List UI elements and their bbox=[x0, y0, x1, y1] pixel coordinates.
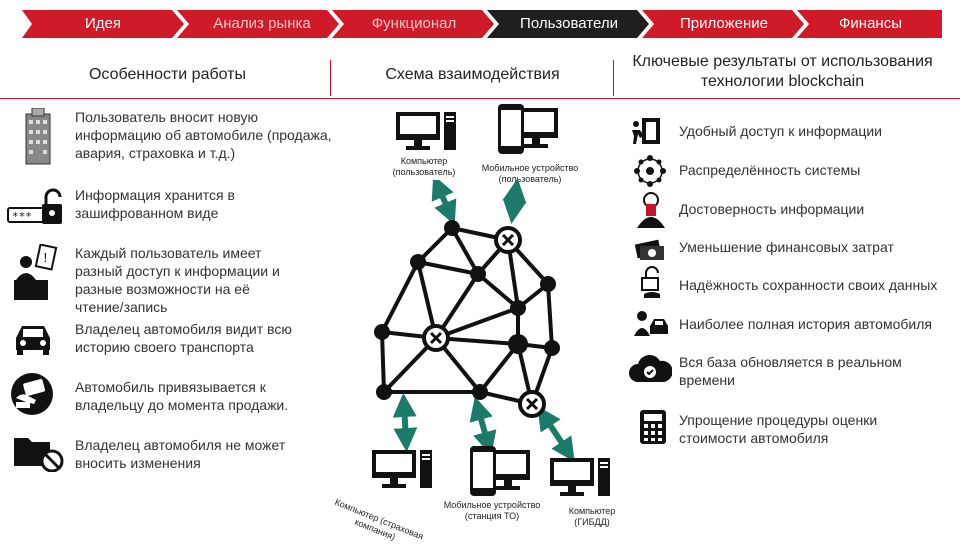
features-title: Особенности работы bbox=[88, 66, 247, 83]
tab-market-analysis[interactable]: Анализ рынка bbox=[213, 15, 311, 32]
mobile-computer-icon bbox=[470, 446, 530, 496]
arrow-top-right bbox=[502, 180, 527, 224]
cloud-check-icon bbox=[629, 355, 672, 382]
calculator-icon bbox=[640, 410, 666, 444]
svg-text:!: ! bbox=[43, 251, 48, 265]
divider-right bbox=[613, 60, 614, 96]
hand-card-icon bbox=[11, 373, 53, 415]
person-car-icon bbox=[634, 311, 668, 336]
tab-users[interactable]: Пользователи bbox=[520, 15, 618, 32]
tab-idea-shape bbox=[22, 10, 184, 38]
feature-item: Владелец автомобиля не может вносить изм… bbox=[75, 437, 286, 471]
money-stack-icon bbox=[634, 239, 664, 260]
building-icon bbox=[25, 108, 51, 165]
computer-icon bbox=[396, 112, 456, 150]
password-lock-icon: *** bbox=[7, 188, 62, 224]
arrow-bottom-mid bbox=[469, 396, 497, 456]
divider-left bbox=[330, 60, 331, 96]
feature-item: Автомобиль привязывается к владельцу до … bbox=[75, 379, 289, 413]
result-item: Вся база обновляется в реальном времени bbox=[679, 354, 902, 388]
arrow-bottom-left bbox=[392, 393, 418, 452]
feature-item: Каждый пользователь имеет разный доступ … bbox=[75, 245, 280, 315]
feature-item: Информация хранится в зашифрованном виде bbox=[75, 187, 235, 221]
blockchain-network-diagram bbox=[374, 180, 575, 460]
bottom-device-label: Компьютер (ГИБДД) bbox=[568, 506, 616, 527]
tab-market-shape bbox=[177, 10, 339, 38]
blocked-node-icon bbox=[422, 226, 546, 418]
result-item: Удобный доступ к информации bbox=[679, 123, 882, 139]
top-device-label: Компьютер (пользователь) bbox=[392, 156, 456, 177]
bottom-device-label: Мобильное устройство (станция ТО) bbox=[443, 500, 541, 521]
result-item: Надёжность сохранности своих данных bbox=[679, 277, 938, 293]
result-item: Уменьшение финансовых затрат bbox=[679, 239, 894, 255]
result-item: Достоверность информации bbox=[679, 201, 865, 217]
result-item: Распределённость системы bbox=[679, 162, 861, 178]
result-item: Упрощение процедуры оценки стоимости авт… bbox=[679, 412, 878, 446]
tab-finance[interactable]: Финансы bbox=[839, 15, 902, 32]
door-access-icon bbox=[632, 118, 660, 144]
tab-app-shape bbox=[642, 10, 804, 38]
tab-idea[interactable]: Идея bbox=[85, 15, 121, 32]
arrow-bottom-right bbox=[537, 406, 575, 460]
folder-blocked-icon bbox=[14, 438, 64, 472]
results-title: Ключевые результаты от использования тех… bbox=[632, 53, 933, 90]
computer-icon bbox=[550, 458, 610, 496]
top-nav-tabs: Идея Анализ рынка Функционал Пользовател… bbox=[22, 10, 942, 38]
divider-horizontal bbox=[0, 98, 960, 99]
tab-finance-shape bbox=[797, 10, 942, 38]
computer-icon bbox=[372, 450, 432, 488]
svg-text:***: *** bbox=[12, 210, 32, 223]
unlock-hand-icon bbox=[641, 266, 660, 298]
mobile-computer-icon bbox=[498, 104, 558, 154]
user-desk-icon: ! bbox=[14, 244, 58, 300]
arrow-top-left bbox=[431, 180, 457, 226]
car-icon bbox=[16, 326, 50, 355]
result-item: Наиболее полная история автомобиля bbox=[679, 316, 932, 332]
tabs-background bbox=[22, 10, 942, 38]
tab-app[interactable]: Приложение bbox=[680, 15, 768, 32]
feature-item: Пользователь вносит новую информацию об … bbox=[75, 109, 332, 161]
feature-item: Владелец автомобиля видит всю историю св… bbox=[75, 321, 292, 355]
distributed-network-icon bbox=[634, 155, 666, 187]
tab-functional-shape bbox=[332, 10, 494, 38]
tab-functional[interactable]: Функционал bbox=[371, 15, 457, 32]
scheme-title: Схема взаимодействия bbox=[385, 66, 560, 83]
top-device-label: Мобильное устройство (пользователь) bbox=[481, 163, 579, 184]
tab-users-shape bbox=[487, 10, 649, 38]
bottom-device-label: Компьютер (страховая компания) bbox=[333, 496, 425, 543]
person-verify-icon bbox=[637, 192, 665, 228]
